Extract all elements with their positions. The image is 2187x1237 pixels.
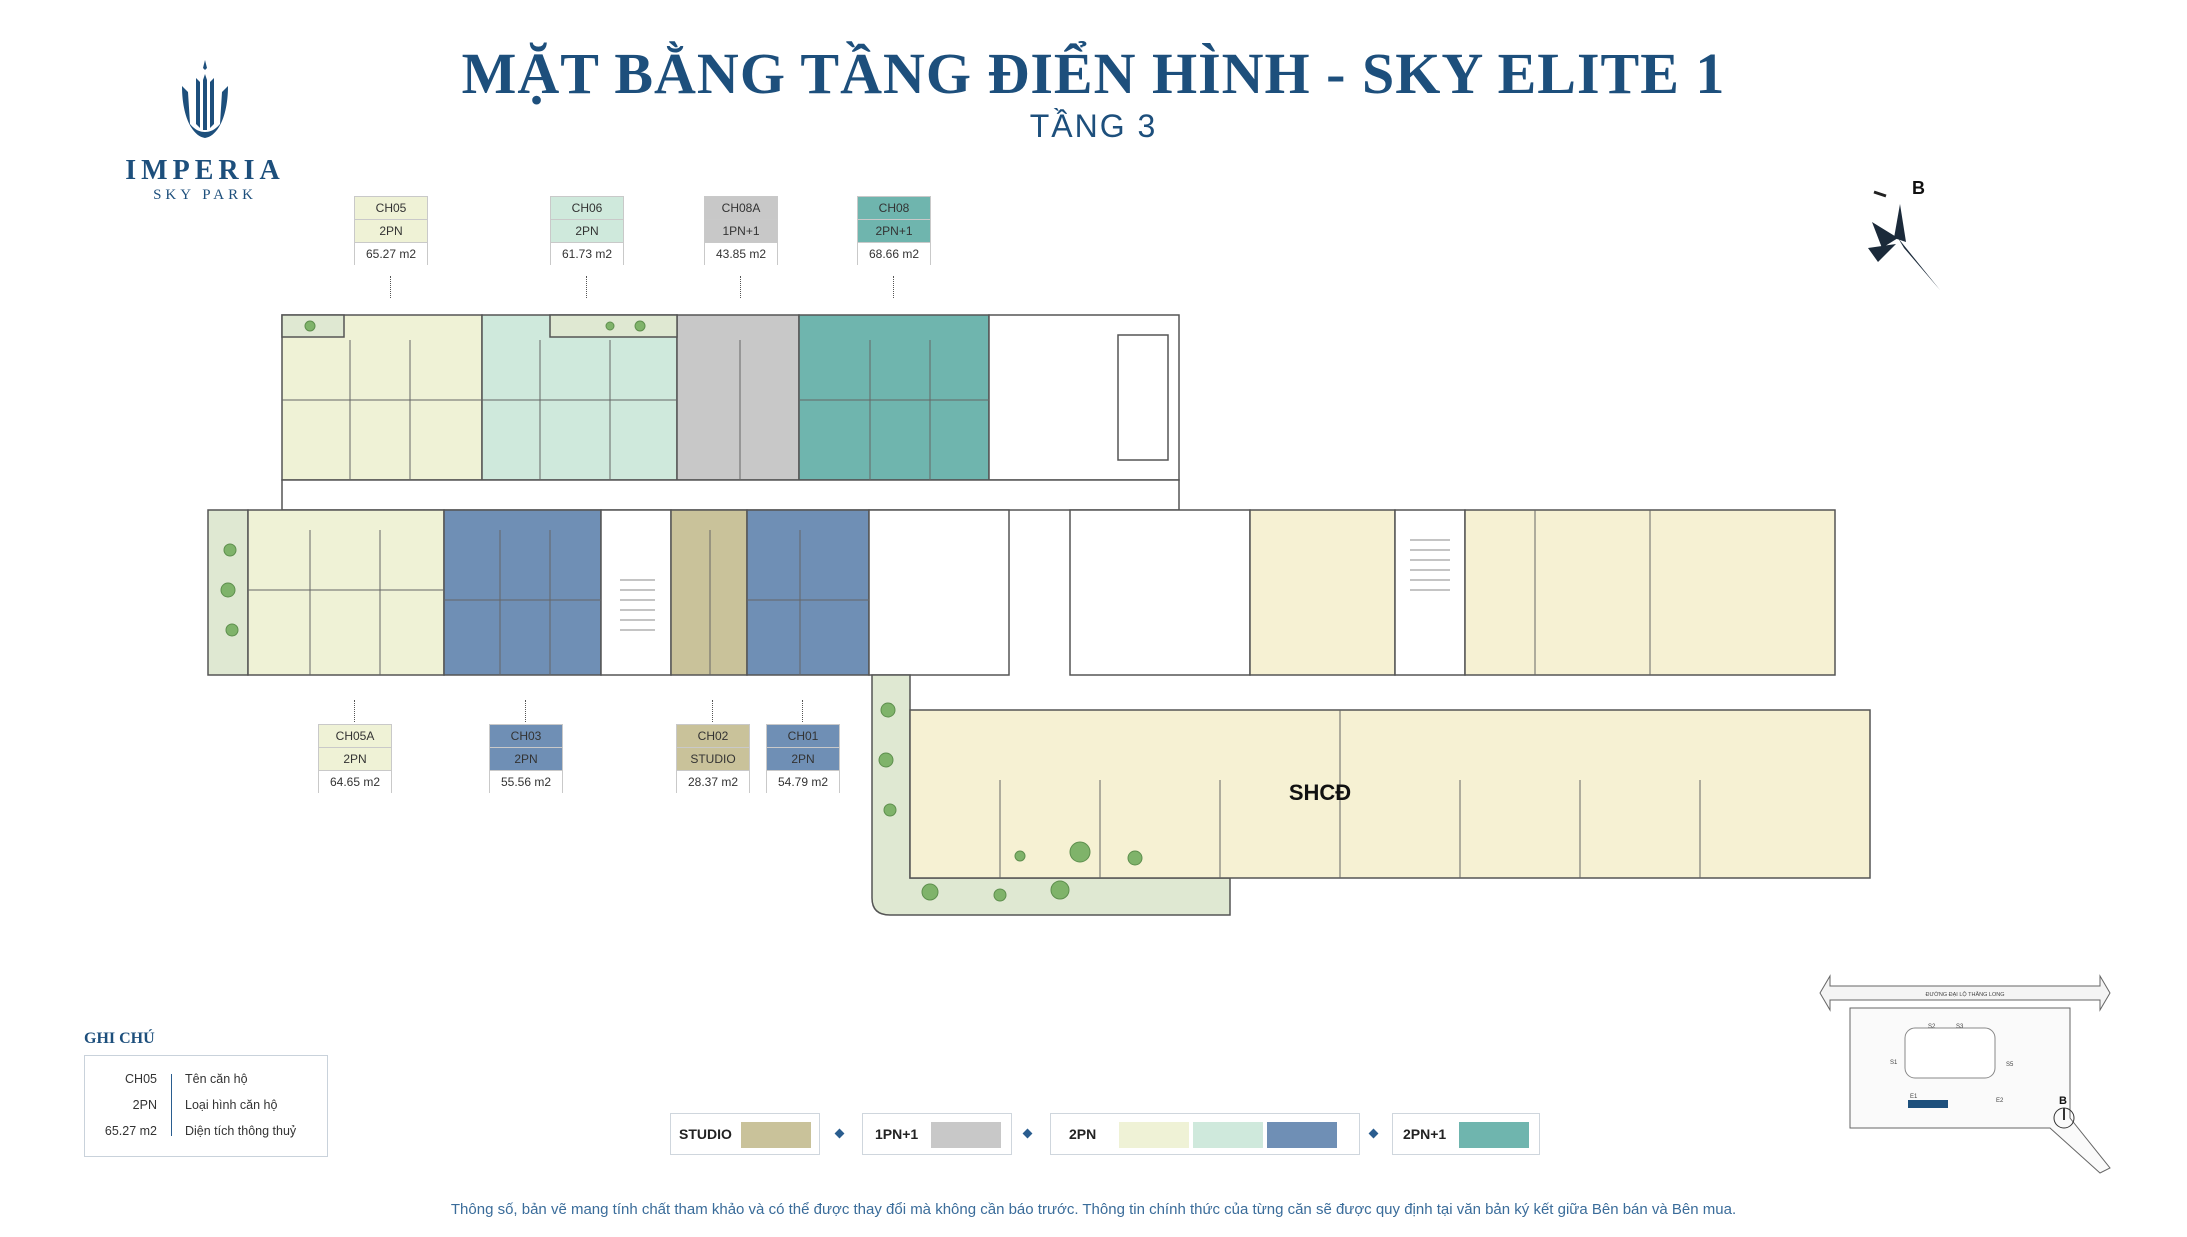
- legend-label: 2PN+1: [1403, 1126, 1447, 1142]
- legend-swatch: [1119, 1122, 1189, 1148]
- unit-label-ch06[interactable]: CH06 2PN 61.73 m2: [550, 196, 624, 298]
- note-key: 2PN: [132, 1098, 157, 1112]
- site-block-label: E2: [1996, 1098, 2004, 1104]
- unit-code: CH05: [354, 196, 428, 219]
- site-block-label: S3: [1956, 1024, 1964, 1030]
- compass-letter: B: [1912, 178, 1925, 198]
- legend-swatch: [1193, 1122, 1263, 1148]
- site-block-label: S5: [2006, 1062, 2014, 1068]
- floor-plan: SHCĐ: [207, 314, 1871, 916]
- note-divider: [171, 1074, 172, 1136]
- unit-area: 28.37 m2: [676, 770, 750, 793]
- unit-label-ch08[interactable]: CH08 2PN+1 68.66 m2: [857, 196, 931, 298]
- brand-sub: SKY PARK: [153, 187, 257, 203]
- legend-2pn1: 2PN+1: [1392, 1113, 1540, 1155]
- unit-type: STUDIO: [676, 747, 750, 770]
- legend-1pn1: 1PN+1: [862, 1113, 1012, 1155]
- apartment-ch08[interactable]: [798, 314, 990, 481]
- community-hall[interactable]: [909, 709, 1871, 879]
- notes-box: CH05 Tên căn hộ 2PN Loại hình căn hộ 65.…: [84, 1055, 328, 1157]
- legend-studio: STUDIO: [670, 1113, 820, 1155]
- common-room: [1249, 509, 1396, 676]
- unit-code: CH06: [550, 196, 624, 219]
- unit-code: CH05A: [318, 724, 392, 747]
- notes-title: GHI CHÚ: [84, 1030, 155, 1047]
- legend-label: 1PN+1: [875, 1126, 919, 1142]
- imperia-crest-icon: [182, 60, 228, 138]
- unit-type: 2PN: [550, 219, 624, 242]
- site-block-label: S1: [1890, 1060, 1898, 1066]
- site-road-label: ĐƯỜNG ĐẠI LỘ THĂNG LONG: [1926, 991, 2005, 998]
- note-key: 65.27 m2: [104, 1124, 157, 1138]
- brand-logo: IMPERIA SKY PARK: [120, 58, 290, 203]
- unit-code: CH08: [857, 196, 931, 219]
- legend-separator-icon: [834, 1128, 845, 1139]
- elevator-core-2: [1069, 509, 1251, 676]
- note-desc: Diện tích thông thuỷ: [185, 1124, 297, 1138]
- legend-separator-icon: [1022, 1128, 1033, 1139]
- legend-swatch: [741, 1122, 811, 1148]
- apartment-ch05a[interactable]: [247, 509, 445, 676]
- legend-2pn: 2PN: [1050, 1113, 1360, 1155]
- unit-type: 2PN: [354, 219, 428, 242]
- legend-separator-icon: [1368, 1128, 1379, 1139]
- legend-label: 2PN: [1069, 1126, 1097, 1142]
- elevator-core-1: [868, 509, 1010, 676]
- note-desc: Loại hình căn hộ: [185, 1098, 278, 1112]
- corridor: [281, 479, 1180, 511]
- unit-type: 1PN+1: [704, 219, 778, 242]
- site-key-map: ĐƯỜNG ĐẠI LỘ THĂNG LONG S1 S2 S3 S5 E1 E…: [1819, 974, 2111, 1174]
- legend-swatch: [1267, 1122, 1337, 1148]
- unit-area: 54.79 m2: [766, 770, 840, 793]
- unit-type: 2PN+1: [857, 219, 931, 242]
- note-key: CH05: [125, 1072, 157, 1086]
- unit-area: 68.66 m2: [857, 242, 931, 265]
- unit-label-ch01[interactable]: CH01 2PN 54.79 m2: [766, 700, 840, 793]
- north-arrow-icon: [1868, 190, 1940, 290]
- unit-label-ch02[interactable]: CH02 STUDIO 28.37 m2: [676, 700, 750, 793]
- apartment-ch05[interactable]: [281, 314, 483, 481]
- legend-swatch: [931, 1122, 1001, 1148]
- elevator-block: [1117, 334, 1169, 461]
- site-block-label: E1: [1910, 1094, 1918, 1100]
- unit-area: 65.27 m2: [354, 242, 428, 265]
- disclaimer: Thông số, bản vẽ mang tính chất tham khả…: [450, 1201, 1737, 1218]
- site-compass-letter: B: [2059, 1095, 2067, 1107]
- floor-subtitle: TẦNG 3: [1029, 108, 1158, 144]
- unit-label-ch03[interactable]: CH03 2PN 55.56 m2: [489, 700, 563, 793]
- page-title: MẶT BẰNG TẦNG ĐIỂN HÌNH - SKY ELITE 1: [461, 41, 1726, 106]
- apartment-ch02[interactable]: [670, 509, 748, 676]
- unit-label-ch05[interactable]: CH05 2PN 65.27 m2: [354, 196, 428, 298]
- apartment-ch08a[interactable]: [676, 314, 800, 481]
- unit-label-ch08a[interactable]: CH08A 1PN+1 43.85 m2: [704, 196, 778, 298]
- legend-label: STUDIO: [679, 1126, 732, 1142]
- apartment-ch01[interactable]: [746, 509, 870, 676]
- apartment-ch06[interactable]: [481, 314, 678, 481]
- unit-label-ch05a[interactable]: CH05A 2PN 64.65 m2: [318, 700, 392, 793]
- unit-area: 61.73 m2: [550, 242, 624, 265]
- unit-code: CH08A: [704, 196, 778, 219]
- site-highlight-e1: [1908, 1100, 1948, 1108]
- unit-type: 2PN: [318, 747, 392, 770]
- unit-code: CH02: [676, 724, 750, 747]
- unit-code: CH01: [766, 724, 840, 747]
- unit-area: 55.56 m2: [489, 770, 563, 793]
- unit-code: CH03: [489, 724, 563, 747]
- stair-core: [600, 509, 672, 676]
- stair-core-right: [1394, 509, 1466, 676]
- compass: B: [1860, 178, 1950, 298]
- unit-area: 64.65 m2: [318, 770, 392, 793]
- legend-swatch: [1459, 1122, 1529, 1148]
- unit-type: 2PN: [766, 747, 840, 770]
- unit-area: 43.85 m2: [704, 242, 778, 265]
- apartment-ch03[interactable]: [443, 509, 602, 676]
- note-desc: Tên căn hộ: [185, 1072, 248, 1086]
- community-hall-label: SHCĐ: [1289, 780, 1351, 805]
- brand-name: IMPERIA: [125, 155, 285, 186]
- site-block-label: S2: [1928, 1024, 1936, 1030]
- unit-type: 2PN: [489, 747, 563, 770]
